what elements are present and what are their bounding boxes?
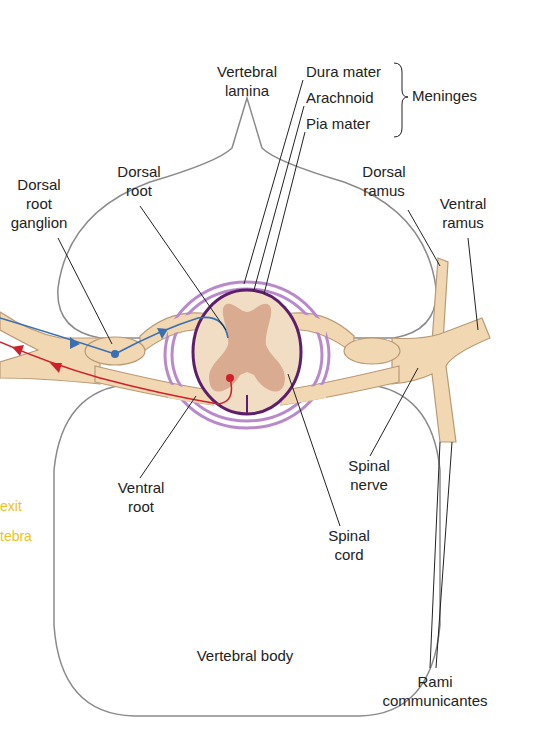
part-label: Ventral root <box>106 478 176 516</box>
part-label: tebra <box>0 528 70 546</box>
sensory-cell-body <box>111 350 119 358</box>
part-label: Spinal cord <box>318 526 380 564</box>
vertebral-canal <box>152 274 342 434</box>
motor-cell-body <box>226 374 234 382</box>
part-label: Vertebral body <box>190 646 300 665</box>
part-label: Vertebral lamina <box>195 62 299 100</box>
leader-lines <box>58 80 478 668</box>
spinal-cord <box>193 290 301 414</box>
part-label: Pia mater <box>306 114 416 133</box>
motor-arrow <box>50 363 62 373</box>
part-label: Dorsal ramus <box>352 162 416 200</box>
gray-matter <box>209 304 285 392</box>
part-label: Spinal nerve <box>336 456 402 494</box>
motor-pathway <box>0 342 232 404</box>
sensory-arrow <box>157 328 168 339</box>
part-label: Ventral ramus <box>428 194 498 232</box>
part-label: Dorsal root <box>108 162 170 200</box>
median-fissure <box>246 395 248 414</box>
sensory-arrow <box>70 337 80 349</box>
part-label: Meninges <box>412 86 512 105</box>
part-label: Rami communicantes <box>372 672 498 710</box>
right-nerve <box>281 258 490 442</box>
left-nerve <box>0 312 213 405</box>
motor-arrow <box>12 345 24 356</box>
part-label: Dura mater <box>306 62 416 81</box>
part-label: exit <box>0 498 60 516</box>
meninges-bracket <box>394 63 408 137</box>
part-label: Dorsal root ganglion <box>4 175 74 232</box>
part-label: Arachnoid <box>306 88 416 107</box>
sensory-pathway <box>0 317 228 354</box>
